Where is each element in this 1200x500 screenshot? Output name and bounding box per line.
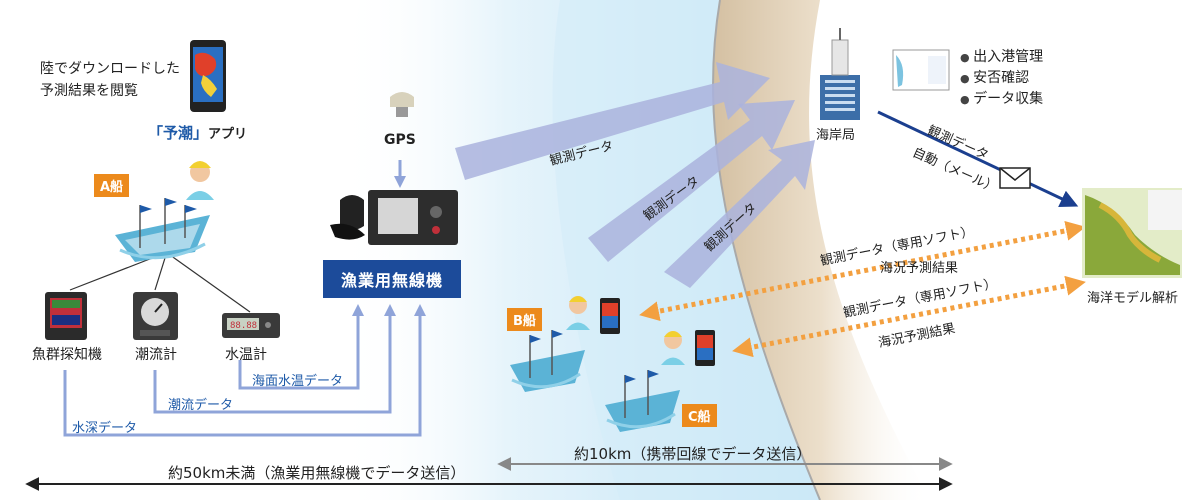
envelope-icon [999,167,1031,189]
ship-c-badge: C船 [682,404,717,427]
phone-c-icon [695,330,715,366]
surface-temp-data-label: 海面水温データ [252,374,344,389]
app-caption-line1: 陸でダウンロードした [40,61,180,77]
bullet-item: データ収集 [960,89,1043,110]
ship-a-icon [115,198,210,262]
current-data-label: 潮流データ [168,398,234,413]
current-meter-icon [133,292,178,340]
distance-short-label: 約10km（携帯回線でデータ送信） [574,445,812,463]
ocean-model-label: 海洋モデル解析 [1087,291,1179,306]
fish-finder-icon [45,292,87,340]
coast-guard-tower-icon [820,28,860,120]
bullet-item: 出入港管理 [960,47,1043,68]
coast-guard-label: 海岸局 [816,128,856,143]
obs-arrow-1 [455,62,770,180]
current-meter-label: 潮流計 [135,347,177,363]
fish-finder-label: 魚群探知機 [32,347,102,363]
bullet-item: 安否確認 [960,68,1043,89]
ship-a-badge: A船 [94,174,130,197]
app-label: 「予潮」アプリ [148,122,247,143]
smartphone-icon [190,40,226,112]
depth-data-label: 水深データ [72,421,138,436]
app-label-suffix: アプリ [208,127,248,142]
fisherman-b-icon [566,296,590,330]
map-thumbnail-icon [892,49,950,91]
exchange-forecast-label-1: 海況予測結果 [880,261,959,276]
ocean-model-map-icon [1082,188,1182,278]
app-caption-line2: 予測結果を閲覧 [40,83,138,99]
radio-label: 漁業用無線機 [323,260,462,298]
svg-text:88.88: 88.88 [230,321,257,331]
ship-c-icon [605,370,680,432]
fisherman-c-icon [661,331,685,365]
radio-device-icon [330,190,458,245]
thermometer-device-icon: 88.88 [222,313,280,338]
phone-b-icon [600,298,620,334]
thermometer-label: 水温計 [225,347,267,363]
ship-b-badge: B船 [507,308,542,331]
app-name: 「予潮」 [148,124,209,142]
gps-antenna-icon [390,92,414,117]
coast-guard-bullets: 出入港管理 安否確認 データ収集 [960,47,1043,110]
ship-b-icon [510,330,585,392]
fisherman-a-icon [186,161,214,200]
distance-long-label: 約50km未満（漁業用無線機でデータ送信） [168,464,466,482]
gps-label: GPS [384,132,416,148]
